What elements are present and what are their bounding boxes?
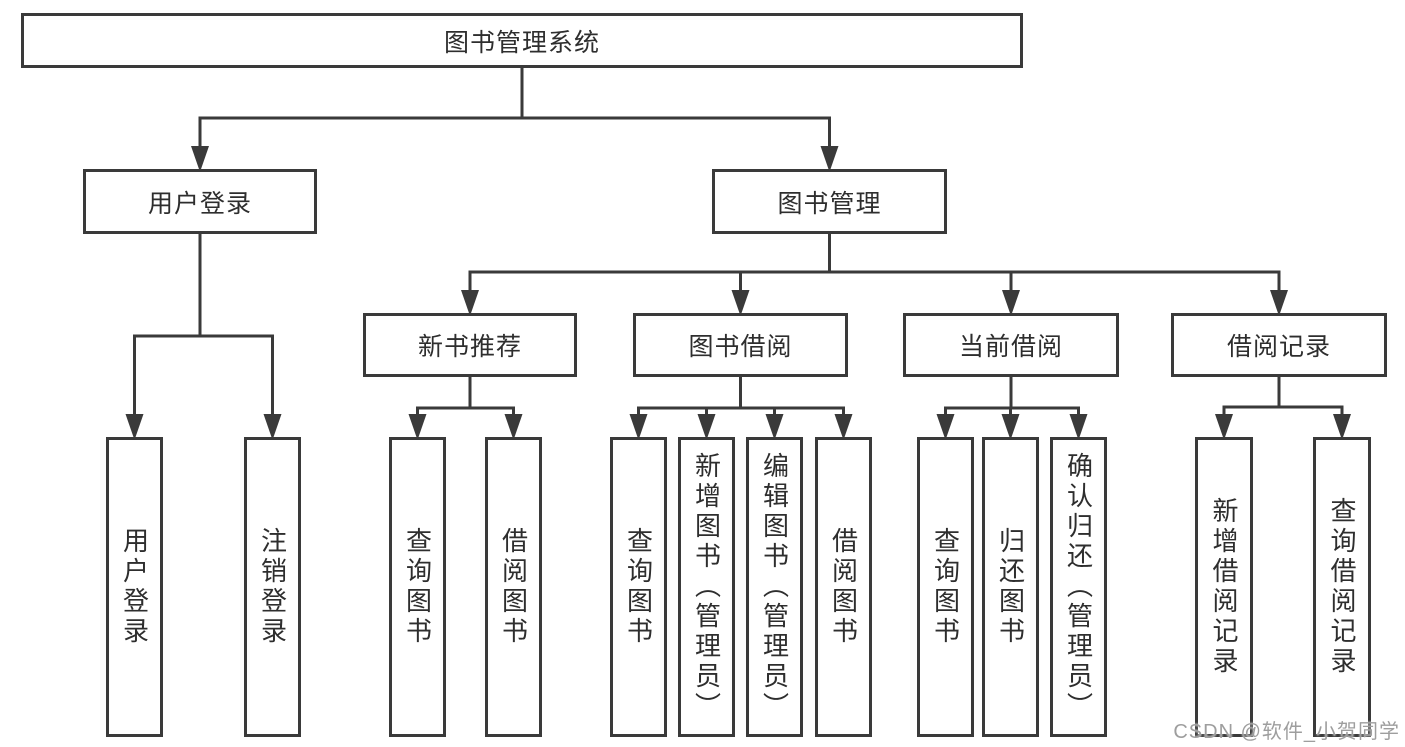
arrowhead-icon <box>504 414 523 440</box>
node-leaf-confirm-return: 确认归还（管理员） <box>1050 437 1107 737</box>
node-leaf-edit-book: 编辑图书（管理员） <box>746 437 803 737</box>
node-leaf-user-login: 用户登录 <box>106 437 163 737</box>
node-leaf-return-book: 归还图书 <box>982 437 1039 737</box>
node-label: 查询图书 <box>623 527 654 647</box>
node-leaf-query-book-2: 查询图书 <box>610 437 667 737</box>
node-label: 确认归还（管理员） <box>1063 452 1094 722</box>
node-leaf-query-book-1: 查询图书 <box>389 437 446 737</box>
arrowhead-icon <box>1333 414 1351 440</box>
arrowhead-icon <box>191 146 209 172</box>
node-leaf-add-book: 新增图书（管理员） <box>678 437 735 737</box>
watermark-text: CSDN @软件_小贺同学 <box>1173 721 1400 743</box>
node-label: 查询借阅记录 <box>1327 497 1357 677</box>
node-user-login: 用户登录 <box>83 169 317 234</box>
node-leaf-borrow-book-1: 借阅图书 <box>485 437 542 737</box>
node-label: 图书管理系统 <box>443 28 600 57</box>
node-label: 图书管理 <box>777 189 882 218</box>
arrowhead-icon <box>1002 290 1020 316</box>
arrowhead-icon <box>697 414 716 440</box>
node-label: 当前借阅 <box>958 333 1063 361</box>
arrowhead-icon <box>1001 414 1020 440</box>
node-label: 借阅图书 <box>498 527 529 647</box>
node-label: 用户登录 <box>147 189 252 218</box>
node-label: 借阅图书 <box>828 527 859 647</box>
arrowhead-icon <box>834 414 853 440</box>
arrowhead-icon <box>820 146 839 172</box>
node-book-borrow: 图书借阅 <box>633 313 848 377</box>
arrowhead-icon <box>461 290 479 316</box>
node-label: 新书推荐 <box>417 333 522 361</box>
arrowhead-icon <box>629 414 648 440</box>
node-current-borrow: 当前借阅 <box>903 313 1119 377</box>
node-leaf-query-record: 查询借阅记录 <box>1313 437 1371 737</box>
node-leaf-add-record: 新增借阅记录 <box>1195 437 1253 737</box>
node-label: 借阅记录 <box>1226 333 1331 361</box>
node-book-mgmt: 图书管理 <box>712 169 947 234</box>
arrowhead-icon <box>731 290 750 316</box>
node-label: 编辑图书（管理员） <box>759 452 790 722</box>
node-leaf-borrow-book-2: 借阅图书 <box>815 437 872 737</box>
node-label: 新增图书（管理员） <box>691 452 722 722</box>
node-new-book-rec: 新书推荐 <box>363 313 577 377</box>
node-label: 归还图书 <box>995 527 1026 647</box>
arrowhead-icon <box>408 414 427 440</box>
arrowhead-icon <box>125 414 144 440</box>
node-borrow-records: 借阅记录 <box>1171 313 1387 377</box>
arrowhead-icon <box>765 414 784 440</box>
arrowhead-icon <box>936 414 955 440</box>
node-root: 图书管理系统 <box>21 13 1023 68</box>
arrowhead-icon <box>1215 414 1233 440</box>
node-label: 查询图书 <box>930 527 961 647</box>
arrowhead-icon <box>1270 290 1288 316</box>
node-label: 注销登录 <box>257 527 288 647</box>
node-label: 用户登录 <box>119 527 150 647</box>
node-label: 图书借阅 <box>688 333 793 361</box>
arrowhead-icon <box>1069 414 1088 440</box>
node-leaf-logout: 注销登录 <box>244 437 301 737</box>
node-label: 查询图书 <box>402 527 433 647</box>
node-leaf-query-book-3: 查询图书 <box>917 437 974 737</box>
arrowhead-icon <box>263 414 282 440</box>
node-label: 新增借阅记录 <box>1209 497 1239 677</box>
